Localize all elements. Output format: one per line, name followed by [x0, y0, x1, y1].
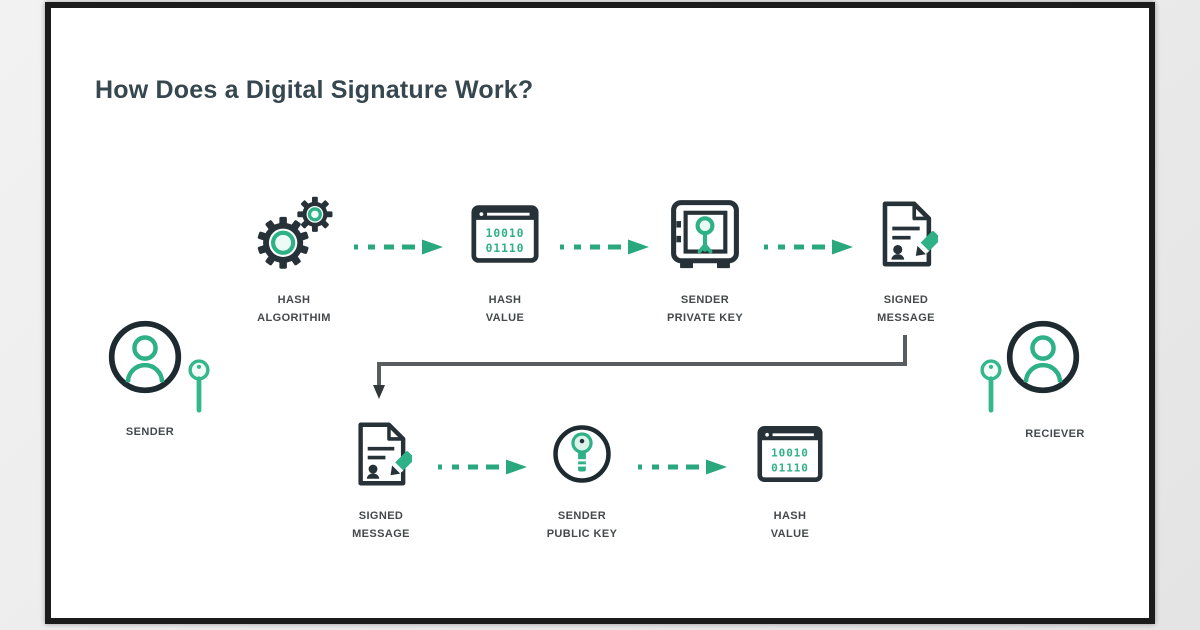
- node-hash-value-top: 10010 01110 HASH VALUE: [435, 188, 575, 327]
- node-sender: SENDER: [98, 314, 228, 449]
- dashed-arrow: [354, 239, 443, 255]
- node-signed-message-top: SIGNED MESSAGE: [836, 188, 976, 327]
- person-icon: [108, 320, 182, 394]
- node-label: SIGNED MESSAGE: [877, 294, 935, 324]
- node-label: SIGNED MESSAGE: [352, 510, 410, 540]
- node-receiver: RECIEVER: [952, 314, 1112, 449]
- node-label: SENDER: [125, 426, 175, 438]
- node-label: HASH VALUE: [770, 510, 810, 540]
- page-title: How Does a Digital Signature Work?: [95, 76, 534, 104]
- dashed-arrow: [560, 239, 649, 255]
- binary-window-icon: 10010 01110: [435, 188, 575, 280]
- dashed-arrow: [764, 239, 853, 255]
- svg-text:10010: 10010: [486, 226, 525, 240]
- binary-line-2: 01110: [771, 461, 809, 474]
- binary-line-2: 01110: [486, 241, 525, 255]
- signed-document-icon: [836, 188, 976, 280]
- node-label: RECIEVER: [1025, 428, 1085, 440]
- diagram-card: [45, 2, 1155, 624]
- node-signed-message-bottom: SIGNED MESSAGE: [311, 416, 451, 543]
- node-label: SENDER PUBLIC KEY: [546, 510, 618, 540]
- key-icon: [188, 359, 210, 413]
- binary-line-1: 10010: [486, 226, 525, 240]
- binary-window-icon: 10010 01110: [720, 416, 860, 492]
- node-sender-public-key: SENDER PUBLIC KEY: [512, 416, 652, 543]
- signed-document-icon: [311, 416, 451, 492]
- node-label: HASH ALGORITHIM: [257, 294, 331, 324]
- svg-text:01110: 01110: [771, 461, 809, 474]
- node-hash-value-bottom: 10010 01110 HASH VALUE: [720, 416, 860, 543]
- gears-icon: [224, 188, 364, 280]
- safe-key-icon: [635, 188, 775, 280]
- svg-text:10010: 10010: [771, 447, 809, 460]
- binary-line-1: 10010: [771, 447, 809, 460]
- node-hash-algorithm: HASH ALGORITHIM: [224, 188, 364, 327]
- dashed-arrow: [638, 459, 727, 475]
- node-sender-private-key: SENDER PRIVATE KEY: [635, 188, 775, 327]
- key-icon: [980, 359, 1002, 413]
- node-label: SENDER PRIVATE KEY: [666, 294, 744, 324]
- person-icon: [1006, 320, 1080, 394]
- node-label: HASH VALUE: [485, 294, 525, 324]
- public-key-icon: [512, 416, 652, 492]
- svg-text:01110: 01110: [486, 241, 525, 255]
- elbow-connector-arrow: [373, 335, 907, 399]
- dashed-arrow: [438, 459, 527, 475]
